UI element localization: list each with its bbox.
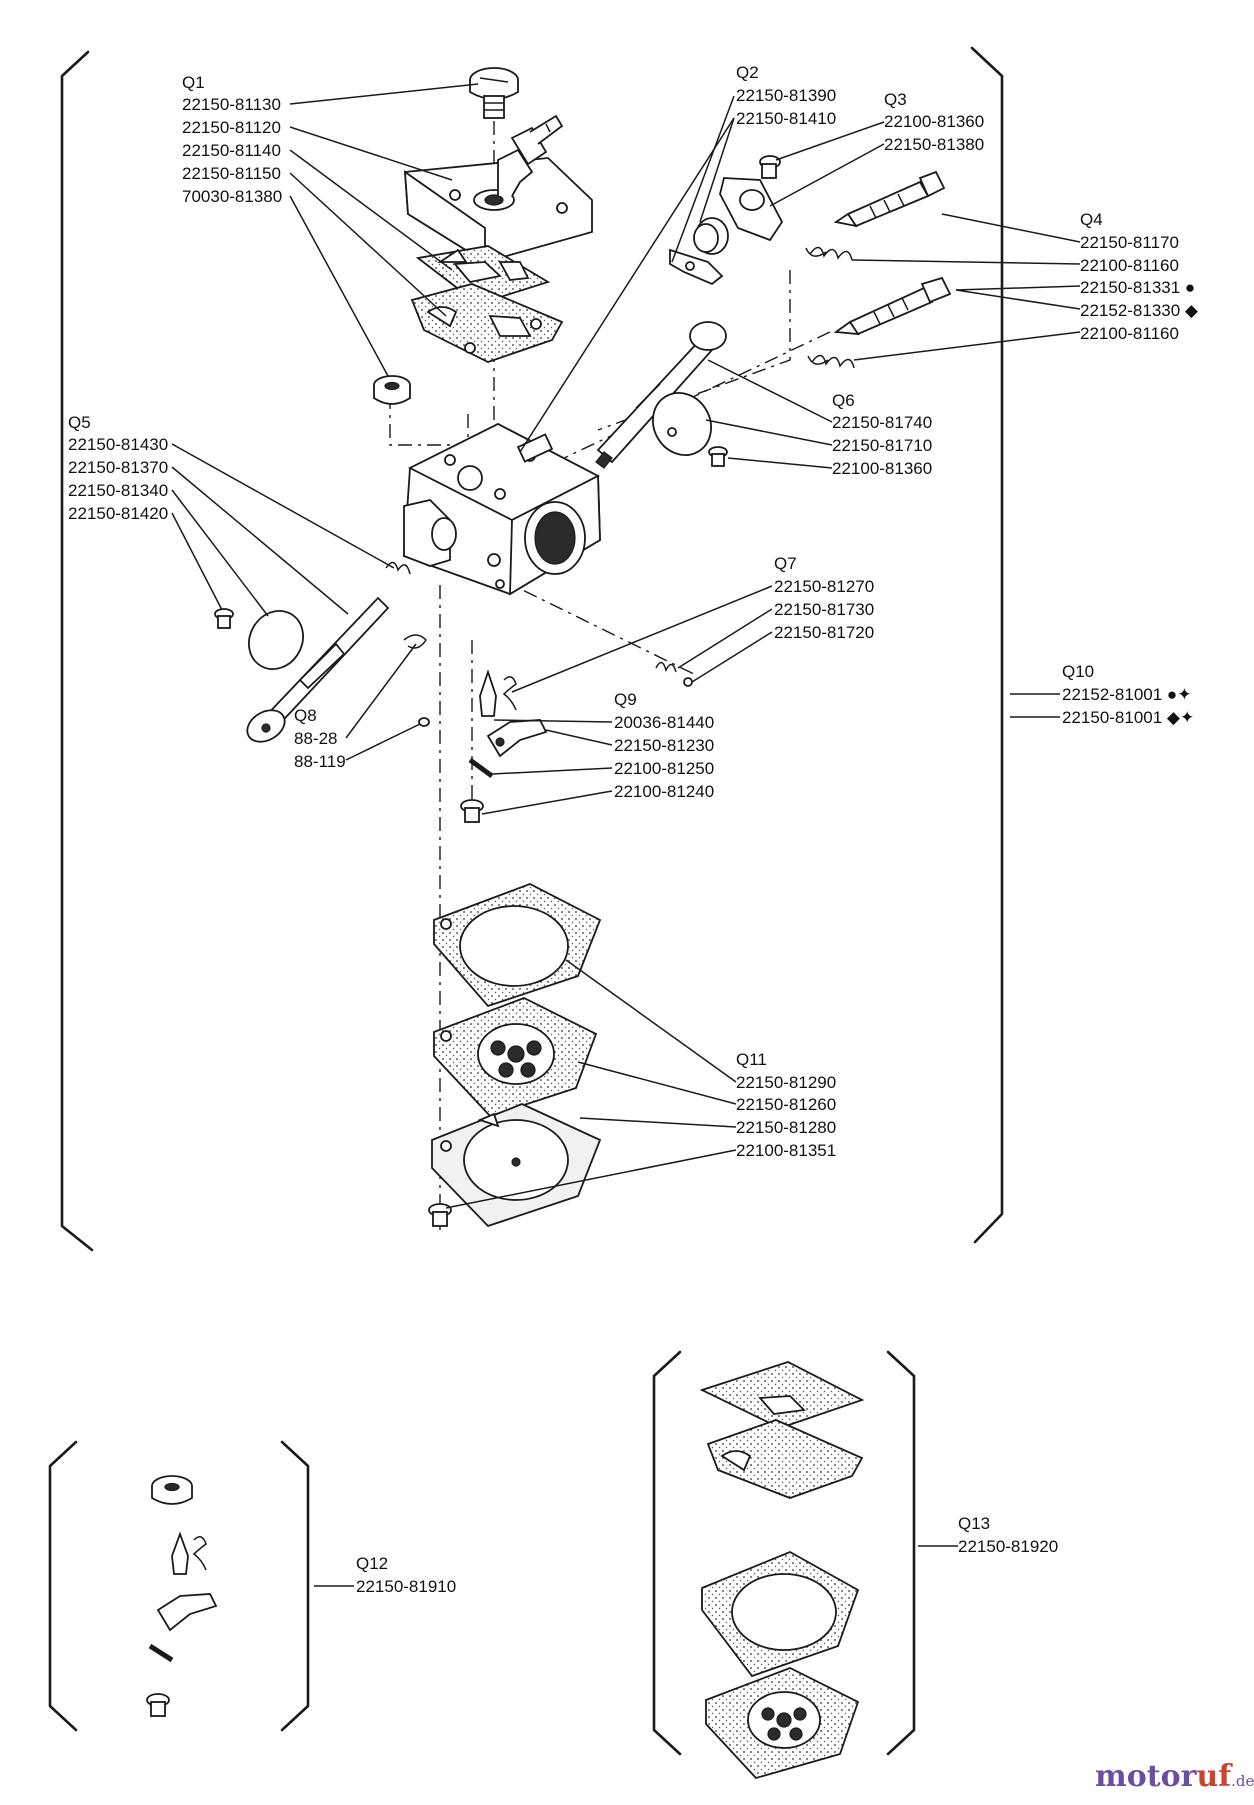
part-number: 22100-81160 (1080, 324, 1179, 343)
q13-kit-contents (699, 1361, 865, 1780)
part-number: 22150-81120 (182, 118, 281, 137)
group-id-q6: Q6 (832, 391, 855, 410)
throttle-shaft-icon (595, 321, 727, 469)
part-number: 22150-81920 (958, 1537, 1058, 1556)
metering-diaphragm-icon (433, 997, 598, 1118)
throttle-disc-icon (652, 392, 712, 456)
q6-screw-icon (708, 446, 728, 467)
metering-lever-icon (486, 719, 548, 758)
e-ring-icon (418, 717, 430, 727)
part-number: 22150-81230 (614, 736, 714, 755)
part-number: 22150-81430 (68, 435, 168, 454)
part-number: 20036-81440 (614, 713, 714, 732)
low-speed-needle-icon (833, 276, 952, 336)
part-number: 22100-81360 (832, 459, 932, 478)
group-id-q5: Q5 (68, 413, 91, 432)
svg-text:motoruf.de: motoruf.de (1095, 1759, 1254, 1794)
part-number: 22150-81290 (736, 1073, 836, 1092)
q12-kit-contents (146, 1475, 218, 1717)
pump-gasket-icon (415, 245, 551, 305)
group-id-q12: Q12 (356, 1554, 388, 1573)
cover-screw-icon (428, 1203, 452, 1227)
group-id-q4: Q4 (1080, 210, 1103, 229)
q5-spring-icon (385, 561, 411, 575)
q3-screw-icon (759, 155, 781, 179)
group-id-q10: Q10 (1062, 662, 1094, 681)
part-number: 22150-81340 (68, 481, 168, 500)
throttle-plate-icon (719, 177, 784, 242)
part-number: 22100-81351 (736, 1141, 836, 1160)
group-id-q3: Q3 (884, 90, 907, 109)
leader-lines (171, 83, 1081, 1587)
choke-disc-icon (248, 610, 304, 670)
q7-spring-icon (655, 661, 677, 673)
part-number: 70030-81380 (182, 187, 282, 206)
part-number: 22150-81140 (182, 141, 281, 160)
part-number: 22150-81270 (774, 577, 874, 596)
group-id-q8: Q8 (294, 706, 317, 725)
watermark-suffix: .de (1231, 1772, 1254, 1790)
pump-cover-icon (403, 114, 593, 264)
part-number: 22152-81330 ◆ (1080, 301, 1199, 320)
part-number: 22150-81910 (356, 1577, 456, 1596)
lever-pin-icon (468, 757, 494, 779)
group-id-q13: Q13 (958, 1514, 990, 1533)
main-assembly-bracket (60, 46, 1004, 1252)
q9-screw-icon (460, 799, 484, 823)
label-layer: Q1 22150-81130 22150-81120 22150-81140 2… (68, 63, 1199, 1596)
part-number: 22150-81170 (1080, 233, 1179, 252)
pump-diaphragm-icon (410, 283, 564, 363)
high-speed-needle-icon (833, 170, 946, 228)
part-number: 88-28 (294, 729, 337, 748)
spring-icon (805, 246, 853, 261)
watermark-logo: motoruf.de (1095, 1759, 1254, 1794)
part-number: 22150-81370 (68, 458, 168, 477)
part-number: 22150-81710 (832, 436, 932, 455)
watermark-part1: motor (1095, 1759, 1198, 1794)
part-number: 22100-81360 (884, 112, 984, 131)
metering-cover-icon (431, 1103, 602, 1228)
choke-shaft-icon (246, 596, 390, 743)
filter-screen-icon (373, 375, 411, 405)
part-number: 22100-81160 (1080, 256, 1179, 275)
choke-lever-icon (669, 217, 729, 286)
part-number: 22150-81331 ● (1080, 278, 1195, 297)
part-number: 22100-81250 (614, 759, 714, 778)
q13-kit-bracket (652, 1350, 916, 1756)
part-number: 22150-81150 (182, 164, 281, 183)
part-number: 22150-81380 (884, 135, 984, 154)
inlet-needle-icon (479, 669, 517, 717)
part-number: 88-119 (294, 752, 346, 771)
part-number: 22152-81001 ●✦ (1062, 685, 1191, 704)
screw-icon (469, 67, 519, 119)
metering-gasket-icon (433, 883, 602, 1008)
part-number: 22150-81410 (736, 109, 836, 128)
group-id-q2: Q2 (736, 63, 759, 82)
part-number: 22150-81280 (736, 1118, 836, 1137)
part-number: 22150-81720 (774, 623, 874, 642)
watermark-part2: uf (1196, 1759, 1233, 1794)
spring-icon (807, 354, 855, 369)
group-id-q9: Q9 (614, 690, 637, 709)
group-id-q7: Q7 (774, 554, 797, 573)
part-number: 22150-81001 ◆✦ (1062, 708, 1194, 727)
group-id-q11: Q11 (736, 1050, 767, 1069)
q5-screw-icon (214, 608, 234, 629)
part-number: 22150-81420 (68, 504, 168, 523)
part-number: 22150-81740 (832, 413, 932, 432)
part-number: 22100-81240 (614, 782, 714, 801)
part-number: 22150-81260 (736, 1095, 836, 1114)
part-number: 22150-81730 (774, 600, 874, 619)
check-ball-icon (683, 677, 693, 687)
part-number: 22150-81130 (182, 95, 281, 114)
part-number: 22150-81390 (736, 86, 836, 105)
group-id-q1: Q1 (182, 73, 205, 92)
carburetor-body-icon (403, 422, 601, 596)
q12-kit-bracket (48, 1440, 310, 1732)
